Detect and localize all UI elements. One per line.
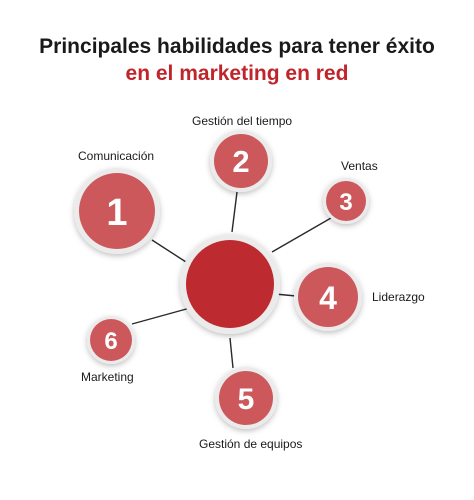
skill-label-6: Marketing — [81, 370, 134, 384]
connectors — [131, 191, 332, 369]
connector-2 — [231, 191, 238, 233]
skill-node-1: 1 — [74, 168, 160, 254]
title-line-1: Principales habilidades para tener éxito — [39, 35, 435, 58]
connector-6 — [131, 307, 191, 325]
skill-label-5: Gestión de equipos — [199, 437, 303, 451]
skill-node-6: 6 — [87, 316, 135, 364]
connector-3 — [271, 217, 332, 253]
title-line-2: en el marketing en red — [125, 62, 349, 85]
skill-number-2: 2 — [232, 144, 249, 179]
center-node — [180, 234, 280, 334]
skill-node-5: 5 — [215, 367, 277, 429]
skill-number-5: 5 — [238, 383, 255, 416]
connector-1 — [151, 239, 187, 263]
skill-node-2: 2 — [210, 130, 272, 192]
skill-number-1: 1 — [106, 192, 127, 234]
skill-label-1: Comunicación — [78, 149, 155, 163]
skill-number-6: 6 — [104, 328, 117, 355]
skill-label-4: Liderazgo — [372, 290, 425, 304]
skill-label-2: Gestión del tiempo — [192, 114, 293, 128]
skill-node-4: 4 — [294, 263, 362, 331]
skill-node-3: 3 — [323, 178, 369, 224]
skill-number-4: 4 — [319, 280, 337, 316]
connector-5 — [229, 337, 234, 369]
skill-number-3: 3 — [339, 189, 352, 216]
skill-label-3: Ventas — [341, 159, 378, 173]
